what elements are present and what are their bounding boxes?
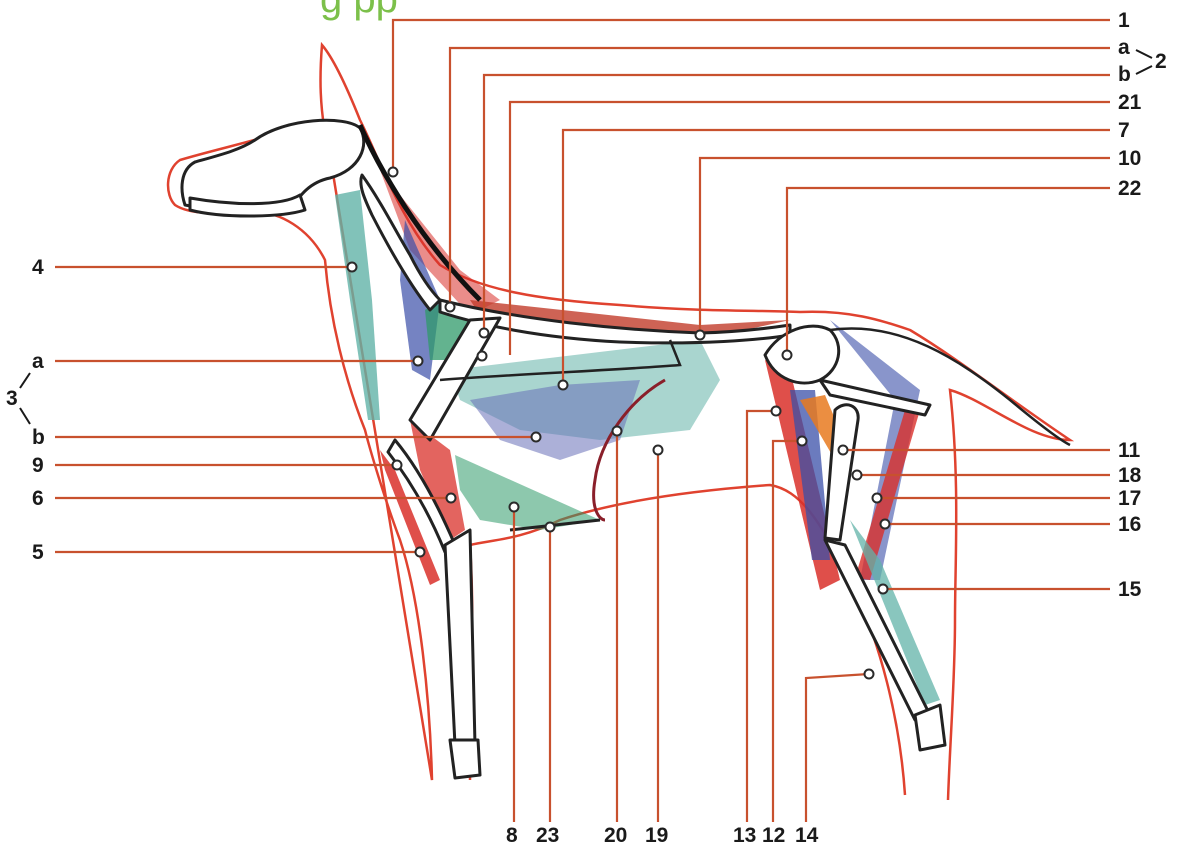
dot-16 (881, 520, 890, 529)
dot-17 (873, 494, 882, 503)
dot-13 (772, 407, 781, 416)
label-3: 3 (6, 387, 18, 410)
label-21: 21 (1118, 91, 1142, 114)
hind-paw (915, 705, 945, 750)
leader-10 (700, 158, 1110, 335)
label-2: 2 (1155, 50, 1167, 73)
label-7: 7 (1118, 119, 1130, 142)
leader-2b (484, 75, 1110, 333)
label-2a: a (1118, 36, 1130, 59)
label-9: 9 (32, 454, 44, 477)
dot-2b (480, 329, 489, 338)
muscle-brachiocephalicus (335, 190, 380, 420)
forelimb-radius (445, 530, 475, 745)
dot-22 (783, 351, 792, 360)
leader-13 (747, 411, 776, 822)
label-5: 5 (32, 541, 44, 564)
leader-1 (393, 20, 1110, 172)
bracket-3 (20, 373, 30, 424)
label-11: 11 (1118, 439, 1141, 462)
dot-12 (798, 437, 807, 446)
forelimb-paw (450, 740, 480, 778)
label-4: 4 (32, 256, 44, 279)
label-2b: b (1118, 63, 1131, 86)
label-15: 15 (1118, 578, 1142, 601)
dot-7 (559, 381, 568, 390)
dot-11 (839, 446, 848, 455)
label-22: 22 (1118, 177, 1141, 200)
muscle-pectoral (455, 455, 600, 530)
label-17: 17 (1118, 487, 1141, 510)
dot-21 (478, 352, 487, 361)
dot-4 (348, 263, 357, 272)
dot-2a (446, 303, 455, 312)
label-23: 23 (536, 824, 559, 847)
label-19: 19 (645, 824, 668, 847)
dot-3a (414, 357, 423, 366)
dot-6 (447, 494, 456, 503)
bracket-2 (1136, 50, 1152, 74)
dot-10 (696, 331, 705, 340)
label-18: 18 (1118, 464, 1142, 487)
label-12: 12 (762, 824, 785, 847)
label-6: 6 (32, 487, 44, 510)
label-14: 14 (795, 824, 819, 847)
dot-8 (510, 503, 519, 512)
dot-20 (613, 427, 622, 436)
dot-9 (393, 461, 402, 470)
dot-23 (546, 523, 555, 532)
leader-2a (450, 48, 1110, 307)
dot-18 (853, 471, 862, 480)
label-10: 10 (1118, 147, 1141, 170)
dot-1 (389, 168, 398, 177)
label-8: 8 (506, 824, 518, 847)
label-20: 20 (604, 824, 627, 847)
dot-5 (416, 548, 425, 557)
tail (830, 328, 1070, 445)
watermark-text: g pp (320, 0, 398, 21)
dot-15 (879, 585, 888, 594)
label-3b: b (32, 426, 45, 449)
label-13: 13 (733, 824, 756, 847)
label-1: 1 (1118, 9, 1130, 32)
dot-3b (532, 433, 541, 442)
leader-14 (806, 674, 869, 822)
dot-14 (865, 670, 874, 679)
label-16: 16 (1118, 513, 1141, 536)
dot-19 (654, 446, 663, 455)
label-3a: a (32, 350, 44, 373)
